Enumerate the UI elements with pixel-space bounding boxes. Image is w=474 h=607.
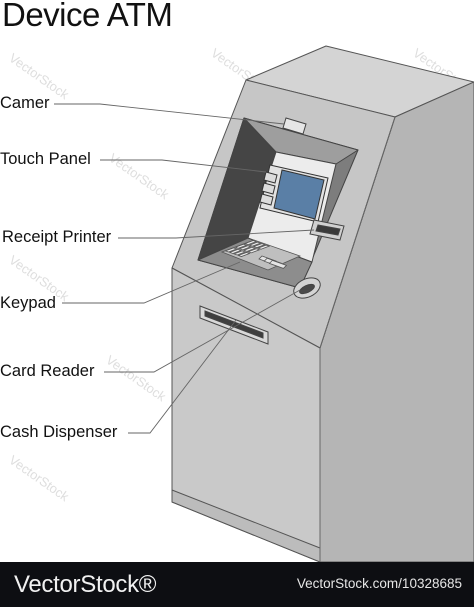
touch-panel-button-1 [263, 171, 278, 184]
card-reader [293, 277, 321, 299]
cabinet-base-front [171, 489, 321, 562]
keypad-key [244, 240, 258, 246]
label-touch-panel: Touch Panel [0, 150, 91, 168]
diagram-title: Device ATM [2, 0, 173, 33]
keypad-key [228, 248, 243, 254]
keypad-key [232, 250, 247, 256]
keypad-key [237, 252, 251, 257]
watermark-4: VectorStock [106, 150, 172, 202]
receipt-printer [309, 219, 345, 241]
card-reader-slot [299, 283, 315, 295]
keypad-key [242, 246, 257, 252]
watermark-9: VectorStock [103, 352, 169, 404]
touch-panel-button-2 [261, 182, 276, 195]
label-card-reader: Card Reader [0, 362, 95, 380]
receipt-slot-opening [315, 224, 341, 236]
atm-illustration: VectorStock VectorStock VectorStock Vect… [6, 45, 474, 562]
leader-card-reader [104, 289, 301, 373]
keypad [220, 239, 302, 271]
touch-panel-screen [273, 169, 325, 220]
watermark-11: VectorStock [6, 452, 72, 504]
label-keypad: Keypad [0, 294, 56, 312]
keypad-key [234, 243, 248, 249]
cash-dispenser [199, 305, 269, 345]
leader-lines [54, 103, 315, 434]
footer-brand: VectorStock® [14, 571, 157, 598]
keypad-key [252, 243, 267, 249]
keypad-key [256, 244, 271, 250]
touch-panel-button-3 [259, 193, 274, 206]
keypad-key [238, 245, 252, 251]
leader-camera [54, 103, 285, 125]
camera [282, 117, 307, 135]
label-cash-dispenser: Cash Dispenser [0, 423, 118, 441]
leader-cash-dispenser [128, 319, 237, 434]
atm-cabinet [171, 45, 474, 562]
label-camera: Camer [0, 94, 50, 112]
footer-bar: VectorStock® VectorStock.com/10328685 [0, 562, 474, 607]
keypad-function-key [268, 259, 288, 269]
label-receipt-printer: Receipt Printer [2, 228, 112, 246]
keypad-key [224, 247, 238, 253]
keypad-key [247, 248, 261, 254]
cash-dispenser-opening [204, 310, 264, 339]
footer-image-id: VectorStock.com/10328685 [296, 576, 462, 591]
leader-keypad [62, 261, 241, 304]
keypad-key [248, 241, 262, 247]
leader-touch-panel [100, 159, 267, 173]
leader-receipt-printer [118, 229, 315, 239]
touch-panel [259, 164, 329, 223]
